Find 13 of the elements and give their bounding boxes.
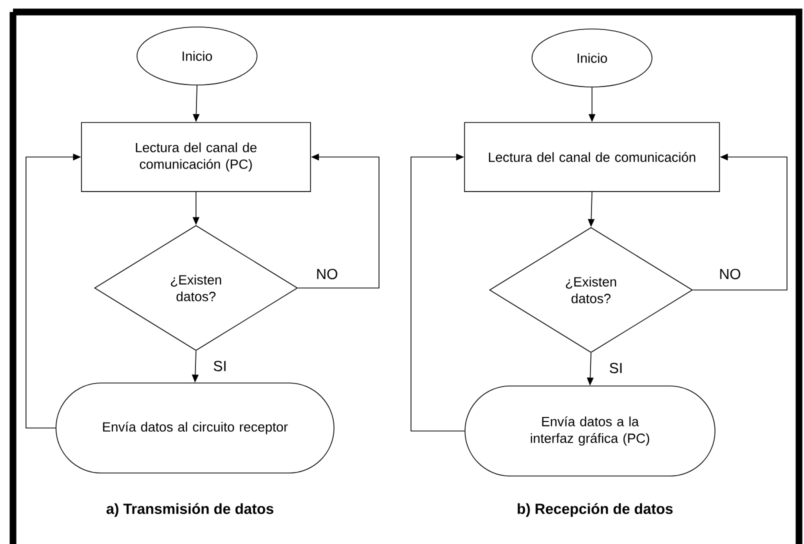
edge-label: SI xyxy=(608,361,624,375)
terminal-box: Envía datos al circuito receptor xyxy=(56,382,334,474)
edge-label: NO xyxy=(314,267,340,281)
arrow xyxy=(297,154,380,288)
panel-caption: b) Recepción de datos xyxy=(518,503,673,517)
arrow xyxy=(410,154,465,432)
process-box: Lectura del canal de comunicación xyxy=(464,122,720,192)
terminal-box: Envía datos a la interfaz gráfica (PC) xyxy=(464,386,716,476)
edge-label: SI xyxy=(212,359,228,373)
panel-caption: a) Transmisión de datos xyxy=(106,503,274,517)
edge-label: NO xyxy=(718,267,742,281)
process-box: Lectura del canal de comunicación (PC) xyxy=(81,122,311,192)
arrow xyxy=(692,154,788,290)
